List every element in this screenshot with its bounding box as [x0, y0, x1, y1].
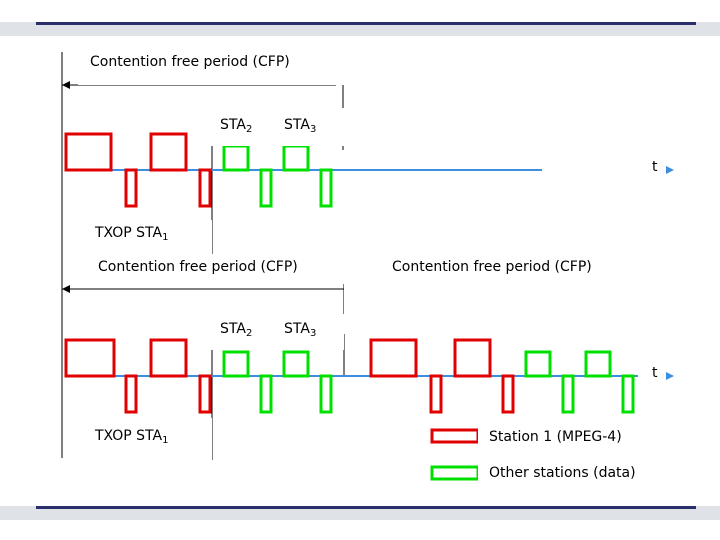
station1-frame [149, 132, 188, 172]
station1-ack [198, 168, 212, 208]
legend-other-swatch [430, 465, 480, 481]
top-sta-box: STA2 STA3 [200, 108, 646, 146]
legend-box: Station 1 (MPEG-4) Other stations (data) [478, 420, 672, 496]
station1-frame [369, 338, 418, 378]
bottom-cfp-arrowhead [62, 285, 70, 293]
top-sta2-label: STA2 [220, 117, 253, 135]
bottom-sta-box: STA2 STA3 [200, 314, 344, 350]
other-station-frame [222, 350, 250, 378]
bottom-time-arrowhead [664, 371, 674, 381]
other-station-frame [282, 350, 310, 378]
legend-station1-label: Station 1 (MPEG-4) [489, 429, 622, 445]
station1-frame [149, 338, 188, 378]
bottom-cfp-label-2: Contention free period (CFP) [392, 259, 592, 275]
top-cfp-label-text: Contention free period (CFP) [90, 54, 290, 70]
top-time-box: t [542, 146, 666, 212]
bottom-sta2-label: STA2 [220, 321, 253, 339]
bottom-band [0, 506, 720, 520]
top-sta3-label: STA3 [284, 117, 317, 135]
bottom-cfp-box: Contention free period (CFP) [344, 254, 654, 334]
top-cfp-arrowhead [62, 81, 70, 89]
other-station-frame [584, 350, 612, 378]
other-station-frame [282, 144, 310, 172]
other-station-ack [561, 374, 575, 414]
slide-frame [0, 22, 720, 520]
top-cfp-label: Contention free period (CFP) [78, 49, 356, 85]
other-station-ack [319, 168, 333, 208]
top-txop-label: TXOP STA1 [78, 220, 212, 258]
legend [430, 428, 480, 481]
station1-frame [453, 338, 492, 378]
other-station-frame [222, 144, 250, 172]
bottom-time-label: t [652, 365, 658, 381]
legend-other-label: Other stations (data) [489, 465, 636, 481]
station1-ack [124, 374, 138, 414]
other-station-ack [259, 168, 273, 208]
other-station-ack [621, 374, 635, 414]
bottom-rule [36, 506, 696, 509]
other-station-ack [259, 374, 273, 414]
other-station-ack [319, 374, 333, 414]
station1-frame [64, 132, 113, 172]
station1-frame [64, 338, 116, 378]
bottom-sta3-label: STA3 [284, 321, 317, 339]
bottom-time-box: t [638, 354, 666, 414]
other-station-frame [524, 350, 552, 378]
top-rule [36, 22, 696, 25]
station1-ack [501, 374, 515, 414]
station1-ack [198, 374, 212, 414]
bottom-txop-label: TXOP STA1 [78, 418, 212, 460]
bottom-cfp-label-1: Contention free period (CFP) [68, 254, 344, 284]
top-time-label: t [652, 159, 658, 175]
station1-ack [429, 374, 443, 414]
top-time-arrowhead [664, 165, 674, 175]
legend-station1-swatch [430, 428, 480, 444]
top-band [0, 22, 720, 36]
station1-ack [124, 168, 138, 208]
